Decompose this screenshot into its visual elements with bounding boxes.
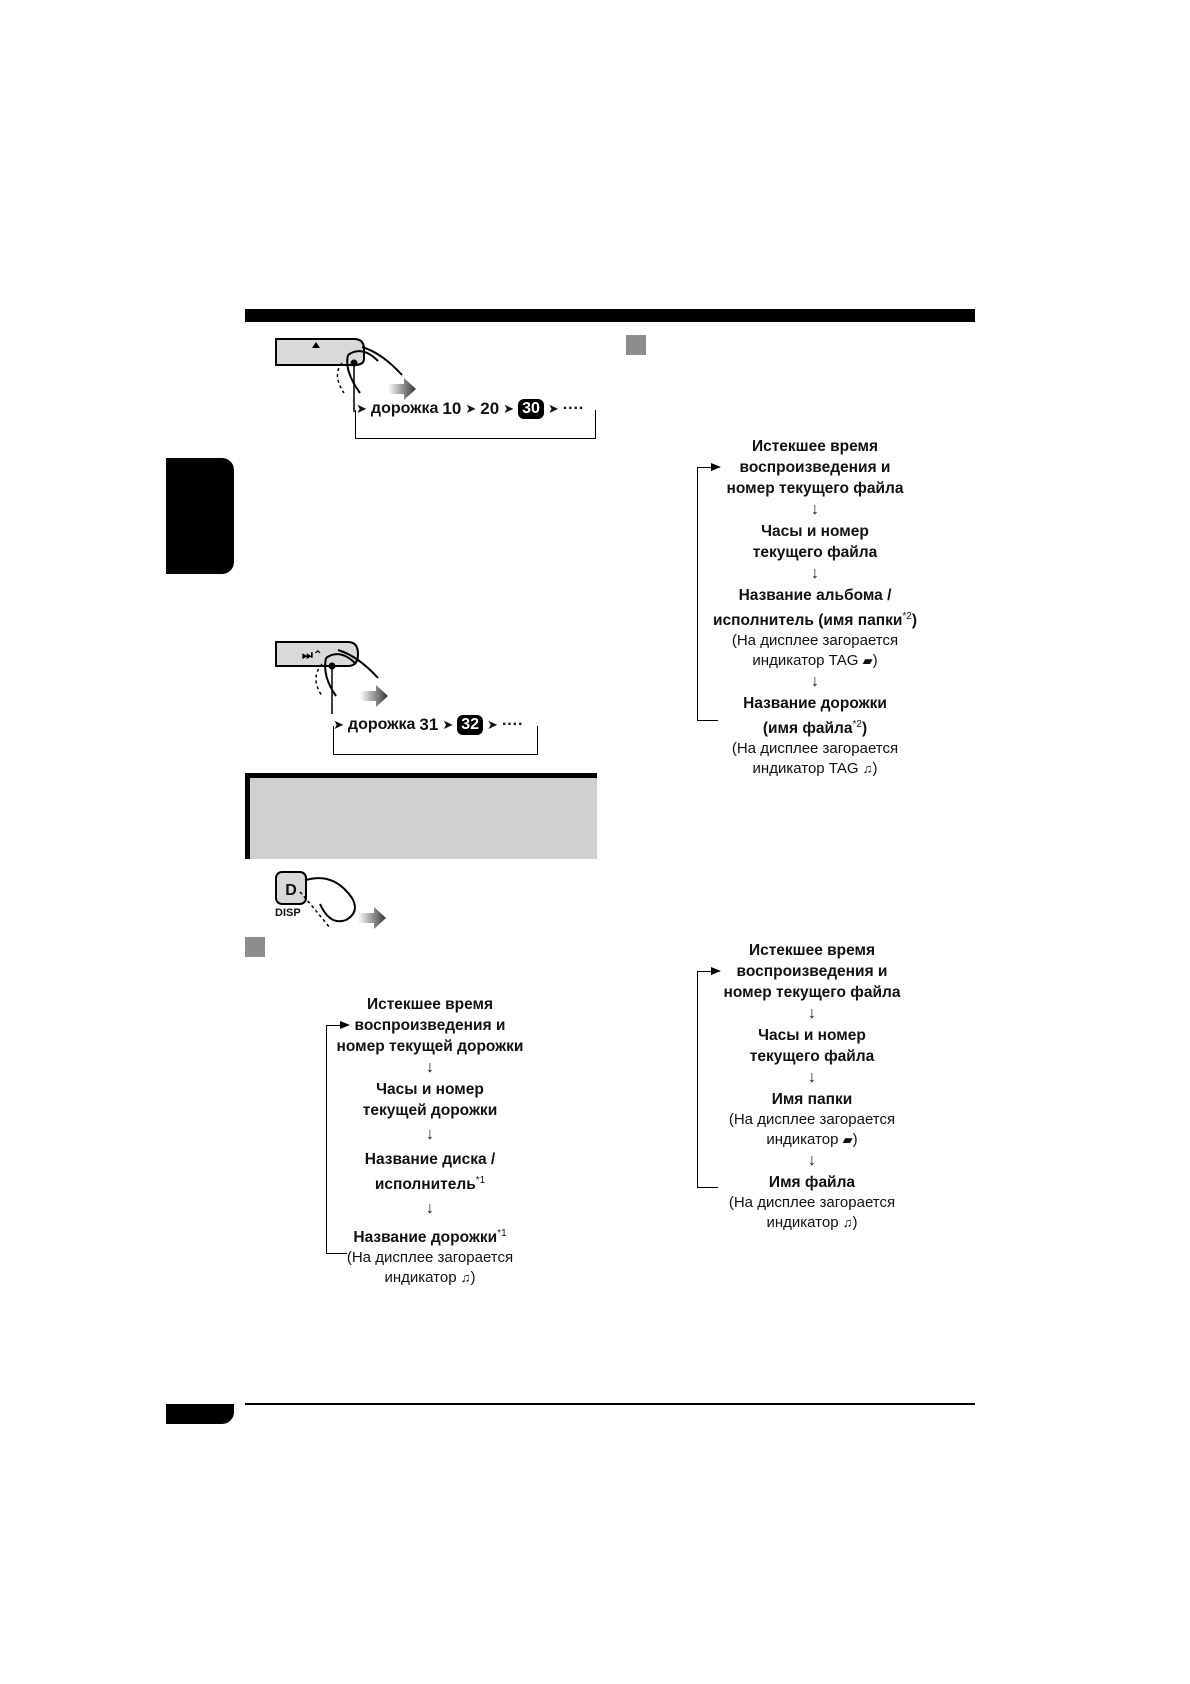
flow-item: Часы и номер текущего файла (749, 1027, 875, 1065)
track-sequence-1: ➤ дорожка 10 ➤ 20 ➤ 30 ➤ ···· (356, 399, 584, 419)
folder-icon: ▰ (842, 1132, 853, 1147)
flow-loop-line (326, 1025, 347, 1254)
ellipsis: ···· (501, 716, 524, 733)
flow-item: Истекшее время воспроизведения и номер т… (726, 438, 904, 497)
arrow-down-icon: ↓ (808, 1069, 816, 1086)
flow-loop-line (697, 467, 718, 721)
flow-item: Часы и номер текущего файла (752, 523, 878, 561)
ellipsis: ···· (562, 400, 585, 417)
arrow-right-icon: ➤ (356, 401, 367, 416)
sequence-label: дорожка (370, 400, 439, 417)
flow-note: индикатор ▰) (766, 1131, 858, 1148)
flow-item: исполнитель (имя папки*2) (713, 611, 917, 630)
arrow-right-icon: ➤ (547, 401, 559, 416)
sequence-loop-box (355, 410, 596, 439)
arrow-down-icon: ↓ (808, 1005, 816, 1022)
disp-caption: DISP (275, 907, 301, 919)
loop-arrow-icon (711, 463, 721, 471)
flow-item: Название альбома / (738, 587, 892, 604)
flow-note: индикатор ♫) (384, 1269, 476, 1287)
flow-mp3-tag: Истекшее время воспроизведения и номер т… (713, 436, 917, 779)
track-number-current: 32 (457, 715, 484, 735)
motion-arrow-icon (360, 685, 388, 707)
section-marker-left (245, 937, 265, 957)
track-number-current: 30 (518, 399, 544, 419)
flow-note: (На дисплее загорается (728, 1111, 896, 1128)
up-button-illustration (275, 338, 403, 412)
arrow-down-icon: ↓ (808, 1152, 816, 1169)
music-note-icon: ♫ (460, 1270, 471, 1286)
flow-loop-line (697, 971, 718, 1188)
bottom-rule (245, 1403, 975, 1405)
disp-key-label: D (285, 882, 297, 899)
track-number: 31 (419, 715, 439, 734)
flow-note: (На дисплее загорается (346, 1249, 514, 1267)
flow-item: (имя файла*2) (762, 719, 868, 738)
flow-note: индикатор ♫) (766, 1214, 858, 1231)
skip-next-icon: ⏭⌃ (302, 648, 323, 662)
skip-button-illustration: ⏭⌃ (275, 641, 379, 714)
arrow-down-icon: ↓ (426, 1200, 434, 1218)
language-tab (166, 458, 234, 574)
disp-button-illustration (275, 871, 356, 929)
music-note-icon: ♫ (862, 761, 873, 777)
flow-item: Имя файла (768, 1174, 856, 1191)
motion-arrow-icon (358, 907, 386, 929)
flow-note: (На дисплее загорается (728, 1194, 896, 1211)
arrow-down-icon: ↓ (811, 673, 819, 691)
flow-item: Название диска / исполнитель*1 (364, 1151, 496, 1194)
flow-note: (На дисплее загорается (731, 740, 899, 758)
page-number-tab (166, 1404, 234, 1424)
flow-item: Название дорожки*1 (353, 1228, 507, 1247)
track-number: 10 (442, 399, 462, 418)
section-marker-right (626, 335, 646, 355)
flow-note: индикатор TAG ♫) (752, 760, 878, 778)
arrow-right-icon: ➤ (442, 717, 454, 732)
loop-arrow-icon (340, 1021, 350, 1029)
arrow-down-icon: ↓ (811, 565, 819, 582)
eject-icon (312, 342, 320, 348)
arrow-right-icon: ➤ (503, 401, 515, 416)
flow-cd: Истекшее время воспроизведения и номер т… (330, 994, 530, 1288)
top-rule (245, 309, 975, 322)
flow-item: Часы и номер текущей дорожки (362, 1081, 498, 1119)
arrow-right-icon: ➤ (465, 401, 477, 416)
track-number: 20 (480, 399, 500, 418)
arrow-down-icon: ↓ (426, 1126, 434, 1143)
section-heading-box (245, 773, 597, 859)
flow-item: Название дорожки (743, 695, 887, 713)
sequence-loop-box (333, 726, 538, 755)
arrow-right-icon: ➤ (333, 717, 344, 732)
sequence-label: дорожка (347, 716, 416, 733)
loop-arrow-icon (711, 967, 721, 975)
flow-item: Истекшее время воспроизведения и номер т… (723, 942, 901, 1001)
motion-arrow-icon (388, 378, 416, 400)
flow-item: Имя папки (771, 1091, 853, 1108)
track-sequence-2: ➤ дорожка 31 ➤ 32 ➤ ···· (333, 715, 523, 735)
music-note-icon: ♫ (842, 1215, 853, 1230)
folder-icon: ▰ (862, 653, 873, 669)
flow-mp3: Истекшее время воспроизведения и номер т… (712, 940, 912, 1233)
arrow-down-icon: ↓ (426, 1059, 434, 1076)
flow-item: Истекшее время воспроизведения и номер т… (336, 996, 524, 1055)
flow-note: (На дисплее загорается (731, 632, 899, 650)
flow-note: индикатор TAG ▰) (752, 652, 878, 670)
arrow-right-icon: ➤ (487, 717, 498, 732)
arrow-down-icon: ↓ (811, 501, 819, 518)
